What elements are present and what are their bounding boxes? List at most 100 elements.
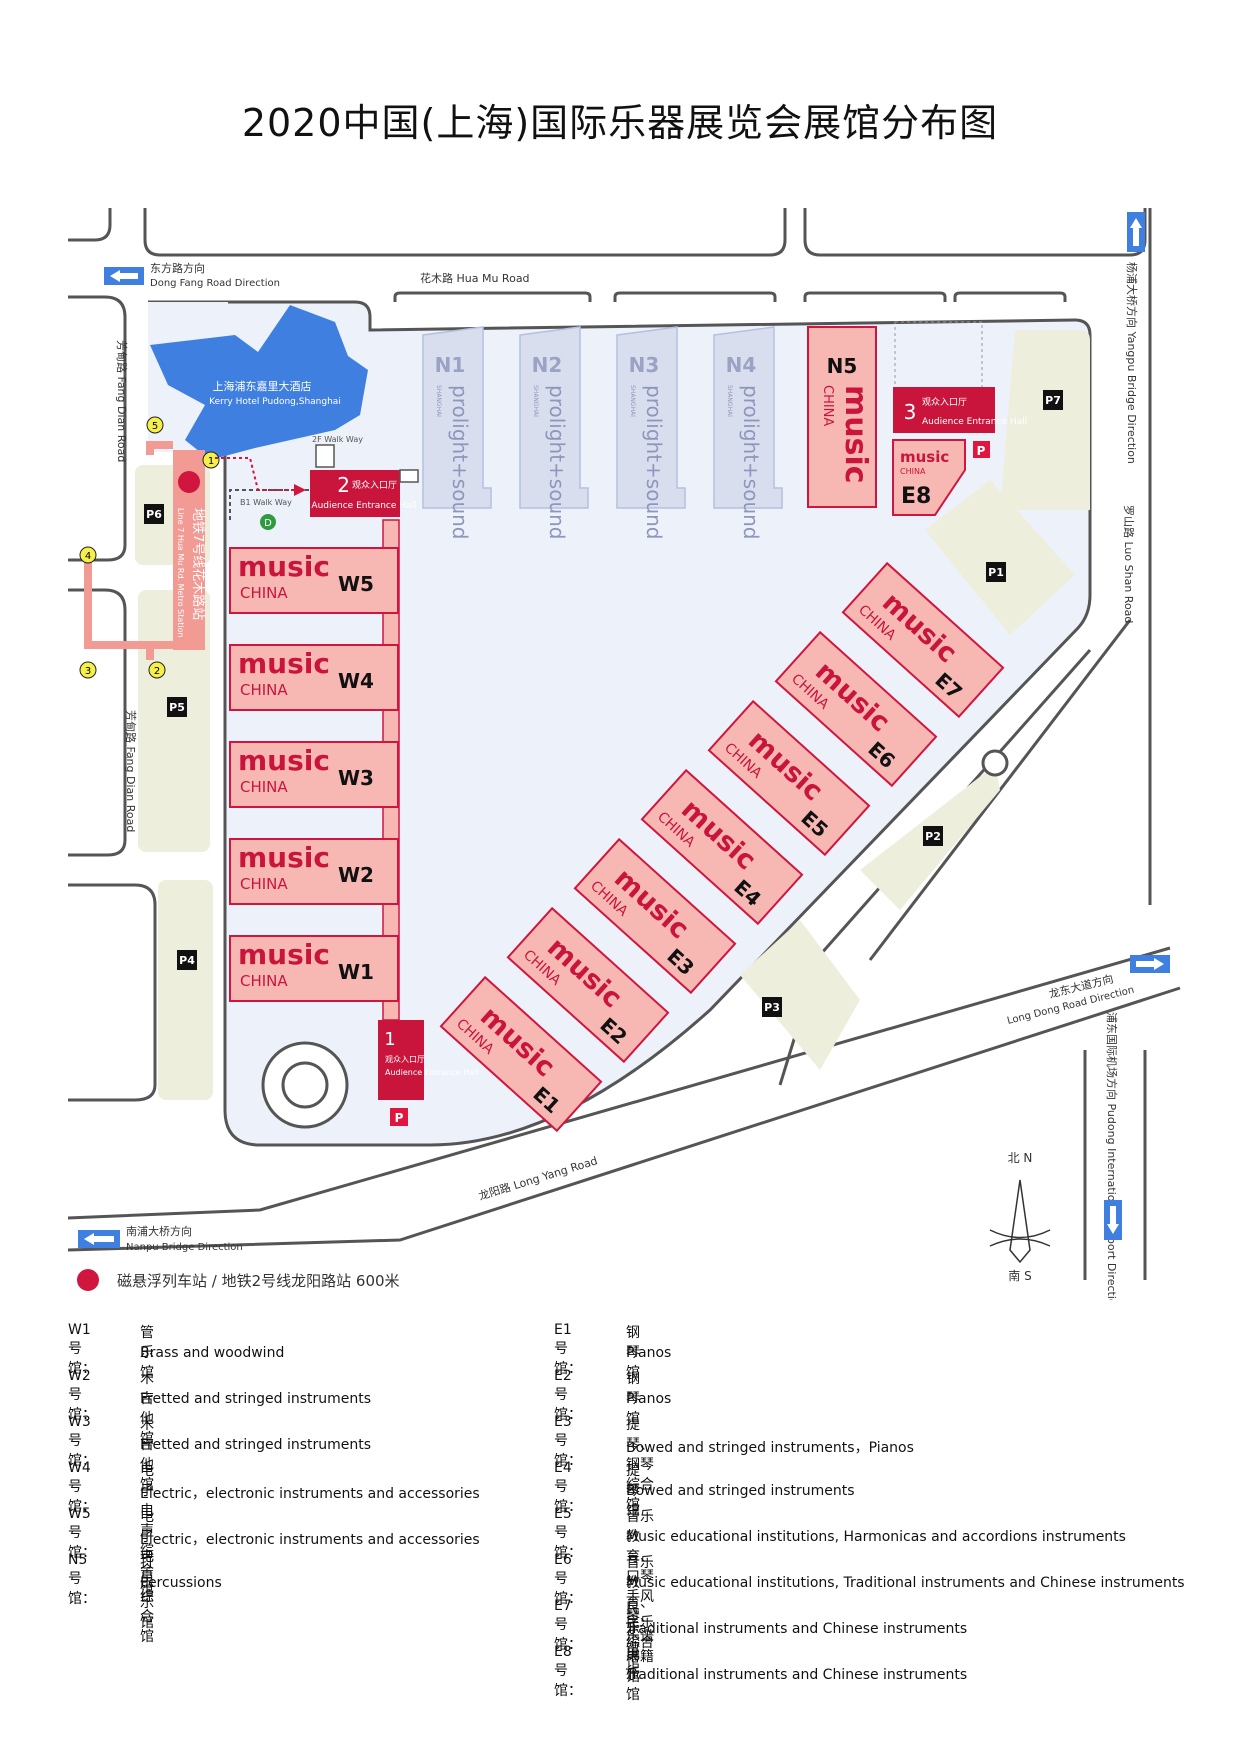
legend-code: W3号馆：: [68, 1414, 96, 1469]
legend-cn: 木吉他馆: [140, 1371, 154, 1447]
hall-n3-sub: SHANGHAI: [629, 385, 636, 417]
compass-north: 北 N: [1008, 1151, 1033, 1165]
parking-p5-label: P5: [169, 701, 185, 714]
road-label-dongfang-cn: 东方路方向: [150, 261, 205, 275]
legend-en: Percussions: [140, 1575, 222, 1591]
entrance-2-cn: 观众入口厅: [352, 480, 397, 491]
hall-w1-sub: CHINA: [240, 972, 288, 990]
legend-en: Electric，electronic instruments and acce…: [140, 1486, 480, 1502]
legend-code: E6号馆：: [554, 1552, 582, 1607]
hall-w3-sub: CHINA: [240, 778, 288, 796]
metro-exit-5: 5: [152, 421, 158, 432]
hotel-building: [150, 305, 368, 460]
road-label-fangdian-bottom: 芳甸路 Fang Dian Road: [124, 710, 138, 832]
hall-w5-sub: CHINA: [240, 584, 288, 602]
entrance-3-en: Audience Entrance Hall: [922, 417, 1027, 427]
hall-n3-id: N3: [629, 353, 660, 377]
metro-station-en: Line 7 Hua Mu Rd. Metro Station: [176, 508, 185, 638]
hall-e8: music CHINA E8: [892, 439, 966, 516]
parking-p7-label: P7: [1045, 394, 1061, 407]
road-label-huamu: 花木路 Hua Mu Road: [420, 272, 530, 285]
legend-cn: 民乐馆: [626, 1647, 640, 1703]
parking-red-e8: [973, 441, 990, 458]
entrance-1-en: Audience Entrance Hall: [385, 1068, 478, 1077]
metro-logo-icon: [178, 471, 200, 493]
legend-en: Fretted and stringed instruments: [140, 1391, 372, 1407]
metro-exit-4: 4: [85, 551, 91, 562]
legend-cn: 钢琴馆: [626, 1325, 640, 1381]
legend-en: Electric，electronic instruments and acce…: [140, 1532, 480, 1548]
b1-walkway-label: B1 Walk Way: [240, 498, 292, 507]
metro-bottom-note: 磁悬浮列车站 / 地铁2号线龙阳路站 600米: [117, 1272, 400, 1290]
legend-code: E1号馆：: [554, 1322, 582, 1377]
parking-p3-tag: [762, 997, 782, 1017]
parking-p2-label: P2: [925, 830, 941, 843]
parking-red-e8-label: P: [977, 444, 986, 458]
legend-en: Music educational institutions, Harmonic…: [626, 1529, 1126, 1545]
legend-en: Bowed and stringed instruments，Pianos: [626, 1440, 914, 1456]
venue-map: 上海浦东嘉里大酒店 Kerry Hotel Pudong,Shanghai 地铁…: [67, 208, 1181, 1300]
hall-e8-brand: music: [900, 448, 949, 466]
metro-exit-1: 1: [208, 456, 214, 467]
legend-code: N5号馆：: [68, 1552, 96, 1607]
legend-code: E7号馆：: [554, 1598, 582, 1653]
hall-w4-sub: CHINA: [240, 681, 288, 699]
entrance-1-num: 1: [384, 1029, 395, 1050]
f2-walkway-label: 2F Walk Way: [312, 435, 363, 444]
legend-cn: 木吉他馆: [140, 1417, 154, 1493]
hall-n1-id: N1: [435, 353, 466, 377]
legend-en: Traditional instruments and Chinese inst…: [626, 1667, 968, 1683]
hall-w3-id: W3: [338, 766, 374, 790]
legend-en: Pianos: [626, 1345, 672, 1361]
road-label-fangdian-top: 芳甸路 Fang Dian Road: [115, 340, 129, 462]
roundabout-east: [981, 749, 1009, 777]
hall-w4-brand: music: [238, 647, 330, 680]
hall-n2-sub: SHANGHAI: [532, 385, 539, 417]
legend-cn: 电子电声综合馆: [140, 1509, 154, 1645]
hall-w2-id: W2: [338, 863, 374, 887]
legend-en: Music educational institutions, Traditio…: [626, 1575, 1185, 1591]
parking-p6-tag: [144, 504, 164, 524]
roundabout-west-center: [281, 1061, 329, 1109]
road-label-pudong-airport: 浦东国际机场方向 Pudong International Airport Di…: [1105, 1012, 1119, 1300]
parking-p4-label: P4: [179, 954, 195, 967]
parking-p5-tag: [167, 697, 187, 717]
road-label-luoshan: 罗山路 Luo Shan Road: [1122, 505, 1135, 623]
legend-cn: 音乐教育、民乐综合馆: [626, 1555, 654, 1671]
legend-en: Bowed and stringed instruments: [626, 1483, 855, 1499]
entrance-3-num: 3: [904, 400, 917, 424]
entrance-1-cn: 观众入口厅: [385, 1055, 425, 1064]
lane-separators: [393, 291, 1067, 302]
hall-n4-sub: SHANGHAI: [726, 385, 733, 417]
hall-n1-sub: SHANGHAI: [435, 385, 442, 417]
metro-exits: 1 2 3 4 5 D: [79, 416, 276, 679]
hall-n2-id: N2: [532, 353, 563, 377]
f2-walkway: [315, 444, 335, 468]
green-areas: [135, 330, 1090, 1100]
legend-cn: 电子电声综合馆: [140, 1463, 154, 1599]
legend-code: E4号馆：: [554, 1460, 582, 1515]
legend-code: W2号馆：: [68, 1368, 96, 1423]
metro-bottom-logo-icon: [77, 1269, 99, 1291]
entrance-1: [378, 1020, 424, 1100]
hall-w2-sub: CHINA: [240, 875, 288, 893]
legend-code: E8号馆：: [554, 1644, 582, 1699]
parking-p7-tag: [1043, 390, 1063, 410]
legend-cn: 提琴、钢琴综合馆: [626, 1417, 654, 1513]
legend-en: Fretted and stringed instruments: [140, 1437, 372, 1453]
parking-p4-tag: [177, 950, 197, 970]
entrance-2-num: 2: [337, 473, 350, 497]
legend-cn: 打击乐馆: [140, 1555, 154, 1631]
parking-red-entrance-1: [390, 1108, 408, 1126]
parking-p6-label: P6: [146, 508, 162, 521]
parking-p1-label: P1: [988, 566, 1004, 579]
